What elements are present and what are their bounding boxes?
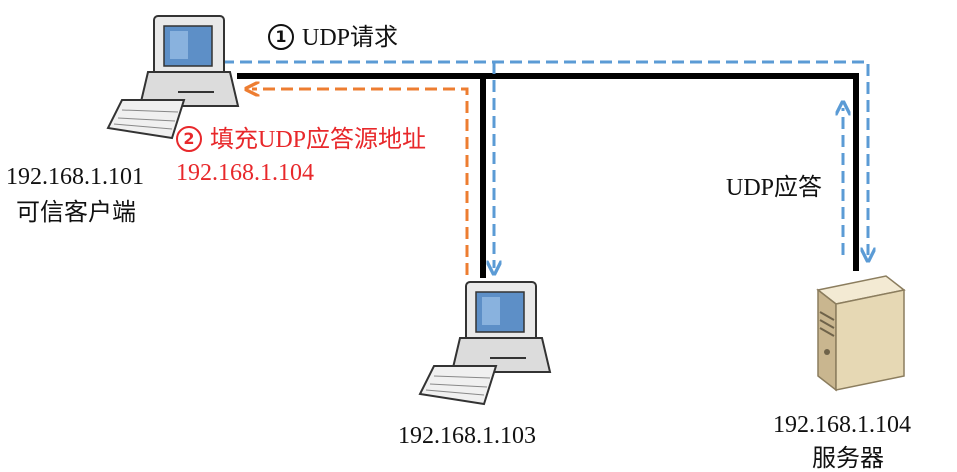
udp-request-path <box>222 60 868 255</box>
server-icon <box>816 275 906 392</box>
server-ip: 192.168.1.104 <box>773 412 911 438</box>
step2-text: 填充UDP应答源地址 <box>210 127 427 153</box>
step2-address: 192.168.1.104 <box>176 160 314 186</box>
step1-label: 1 UDP请求 <box>268 24 398 50</box>
step1-number-badge: 1 <box>268 24 294 50</box>
client-name: 可信客户端 <box>16 198 136 226</box>
step2-number-badge: 2 <box>176 126 202 152</box>
server-name: 服务器 <box>812 444 884 472</box>
step2-label: 2 填充UDP应答源地址 <box>176 126 426 152</box>
step1-text: UDP请求 <box>302 25 399 51</box>
network-bus <box>237 73 859 278</box>
client-ip: 192.168.1.101 <box>6 164 144 190</box>
udp-reply-label: UDP应答 <box>726 175 823 201</box>
client-computer-icon <box>106 15 240 140</box>
forged-reply-path <box>252 89 469 275</box>
middle-ip: 192.168.1.103 <box>398 423 536 449</box>
middle-computer-icon <box>418 281 552 406</box>
